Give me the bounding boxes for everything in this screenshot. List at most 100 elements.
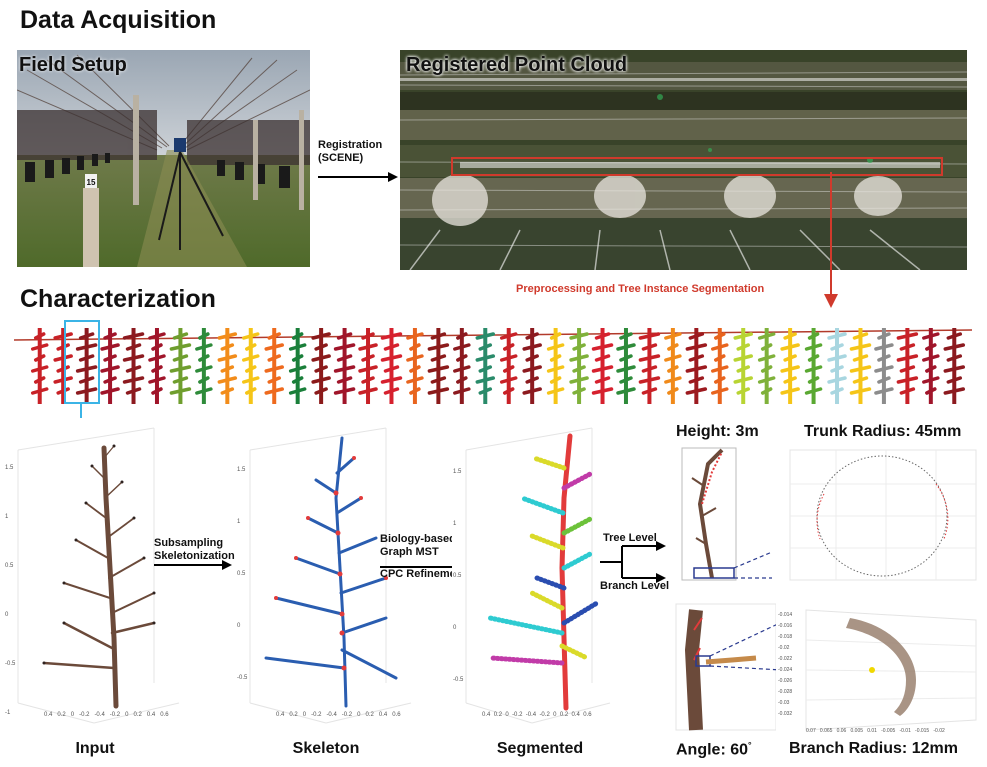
branch-radius-x-tick: 0.07 bbox=[806, 728, 816, 734]
input-y-tick: 1 bbox=[5, 514, 9, 520]
tree-instance bbox=[664, 328, 682, 404]
tree-instance bbox=[333, 328, 356, 404]
input-x-tick: -0.2 bbox=[109, 712, 121, 718]
registration-label: Registration (SCENE) bbox=[318, 139, 382, 165]
segmented-x-ticks: 0.4 0.2 0 -0.2 -0.4 -0.2 0 0.2 0.4 0.6 bbox=[482, 712, 592, 718]
segmented-y-ticks: 1.5 1 0.5 0 -0.5 bbox=[453, 446, 463, 706]
tree-instance bbox=[169, 328, 192, 404]
skeleton-y-tick: 0.5 bbox=[237, 571, 246, 577]
branch-radius-y-tick: -0.028 bbox=[778, 689, 793, 695]
input-y-tick: 0.5 bbox=[5, 563, 14, 569]
skeleton-x-tick: 0.2 bbox=[289, 712, 298, 718]
segmented-y-tick: 0 bbox=[453, 625, 457, 631]
skeleton-graph bbox=[264, 436, 398, 708]
level-split-bracket bbox=[600, 541, 666, 583]
segmented-x-tick: 0.4 bbox=[571, 712, 580, 718]
characterization-title: Characterization bbox=[20, 285, 216, 313]
trunk-radius-label: Trunk Radius: 45mm bbox=[804, 423, 962, 440]
tree-instance bbox=[546, 328, 565, 404]
skeleton-x-tick: 0 bbox=[357, 712, 361, 718]
height-label: Height: 3m bbox=[676, 423, 759, 440]
segmented-x-tick: -0.2 bbox=[512, 712, 523, 718]
tree-instance bbox=[288, 328, 307, 404]
branch-radius-y-tick: -0.03 bbox=[778, 700, 790, 706]
input-x-tick: 0 bbox=[125, 712, 129, 718]
skeleton-x-tick: 0.6 bbox=[392, 712, 401, 718]
tree-instance bbox=[217, 328, 238, 404]
tree-instance bbox=[475, 328, 496, 404]
segmented-x-tick: 0.2 bbox=[493, 712, 503, 718]
tree-instance bbox=[264, 328, 284, 404]
angle-value: Angle: 60 bbox=[676, 741, 749, 759]
tree-instance bbox=[804, 328, 823, 404]
input-y-tick: -0.5 bbox=[5, 661, 16, 667]
branch-radius-label: Branch Radius: 12mm bbox=[789, 740, 958, 757]
branch-radius-x-ticks: 0.07 0.065 0.06 0.005 0.01 -0.005 -0.01 … bbox=[806, 728, 945, 734]
input-x-tick: 0.4 bbox=[146, 712, 156, 718]
selected-tree-highlight bbox=[64, 320, 100, 404]
branch-radius-x-tick: 0.06 bbox=[836, 728, 847, 734]
input-x-tick: 0 bbox=[70, 712, 75, 718]
preprocessing-label: Preprocessing and Tree Instance Segmenta… bbox=[516, 283, 765, 295]
input-tree-pointcloud bbox=[42, 444, 156, 709]
tree-instance bbox=[311, 328, 331, 404]
tree-instance bbox=[148, 328, 166, 404]
input-x-tick: 0.6 bbox=[160, 712, 169, 718]
skeleton-y-tick: -0.5 bbox=[237, 675, 248, 681]
segmented-y-tick: -0.5 bbox=[453, 677, 464, 683]
branch-radius-x-tick: 0.01 bbox=[867, 728, 877, 734]
tree-instance bbox=[922, 328, 940, 404]
tree-instance bbox=[849, 328, 872, 404]
skeleton-x-tick: 0.2 bbox=[365, 712, 374, 718]
post-number: 15 bbox=[87, 178, 96, 187]
skeletonization-text: Skeletonization bbox=[154, 550, 235, 562]
branch-radius-x-tick: -0.01 bbox=[899, 728, 911, 734]
segmented-x-tick: 0 bbox=[553, 712, 557, 718]
tree-instance bbox=[358, 328, 378, 404]
skeleton-x-ticks: 0.4 0.2 0 -0.2 -0.4 -0.2 0 0.2 0.4 0.6 bbox=[276, 712, 401, 718]
tree-instance bbox=[30, 328, 49, 404]
tree-instance bbox=[569, 328, 589, 404]
registration-arrow bbox=[318, 172, 398, 182]
skeleton-x-tick: 0.4 bbox=[378, 712, 388, 718]
tree-instance bbox=[75, 328, 98, 404]
segmented-caption: Segmented bbox=[496, 740, 584, 757]
skeleton-x-tick: -0.4 bbox=[326, 712, 337, 718]
branch-radius-x-tick: -0.02 bbox=[933, 728, 945, 734]
branch-radius-x-tick: -0.015 bbox=[915, 728, 930, 734]
segmented-x-tick: -0.2 bbox=[539, 712, 550, 718]
degree-symbol: ° bbox=[748, 740, 752, 750]
tree-instance bbox=[522, 328, 542, 404]
segmented-x-tick: 0.2 bbox=[559, 712, 569, 718]
input-y-tick: -1 bbox=[5, 710, 11, 716]
input-y-tick: 0 bbox=[5, 612, 9, 618]
segmented-y-tick: 0.5 bbox=[453, 573, 462, 579]
cpc-refinement-label: CPC Refinement bbox=[380, 568, 467, 580]
skeleton-y-tick: 1.5 bbox=[237, 467, 246, 473]
branch-radius-y-ticks: -0.014 -0.016 -0.018 -0.02 -0.022 -0.024… bbox=[778, 610, 792, 720]
tree-instance bbox=[53, 328, 73, 404]
input-x-tick: 0.2 bbox=[133, 712, 142, 718]
height-plot bbox=[672, 444, 773, 590]
angle-label: Angle: 60° bbox=[676, 740, 752, 759]
tree-instance bbox=[499, 328, 518, 404]
tree-instance bbox=[780, 328, 800, 404]
tree-level-label: Tree Level bbox=[603, 532, 657, 544]
branch-radius-plot: -0.014 -0.016 -0.018 -0.02 -0.022 -0.024… bbox=[776, 600, 982, 740]
branch-radius-x-tick: 0.005 bbox=[850, 728, 864, 734]
segmented-branches bbox=[487, 433, 600, 711]
segmented-y-tick: 1.5 bbox=[453, 469, 462, 475]
branch-radius-y-tick: -0.022 bbox=[778, 656, 793, 662]
branch-radius-y-tick: -0.024 bbox=[778, 667, 793, 673]
registration-tool-text: (SCENE) bbox=[318, 152, 364, 164]
skeleton-plot: 1.5 1 0.5 0 -0.5 0.4 0.2 0 -0.2 -0.4 -0.… bbox=[236, 418, 416, 738]
tree-instance bbox=[453, 328, 471, 404]
skeleton-y-ticks: 1.5 1 0.5 0 -0.5 bbox=[237, 444, 247, 704]
tree-instance bbox=[100, 328, 120, 404]
segmented-plot: 1.5 1 0.5 0 -0.5 0.4 0.2 0 -0.2 -0.4 -0.… bbox=[452, 418, 612, 738]
tree-instance bbox=[616, 328, 636, 404]
skeletonization-arrow bbox=[154, 560, 232, 570]
input-x-tick: 0.2 bbox=[57, 712, 66, 718]
tree-instance bbox=[685, 328, 708, 404]
branch-radius-y-tick: -0.026 bbox=[778, 678, 793, 684]
